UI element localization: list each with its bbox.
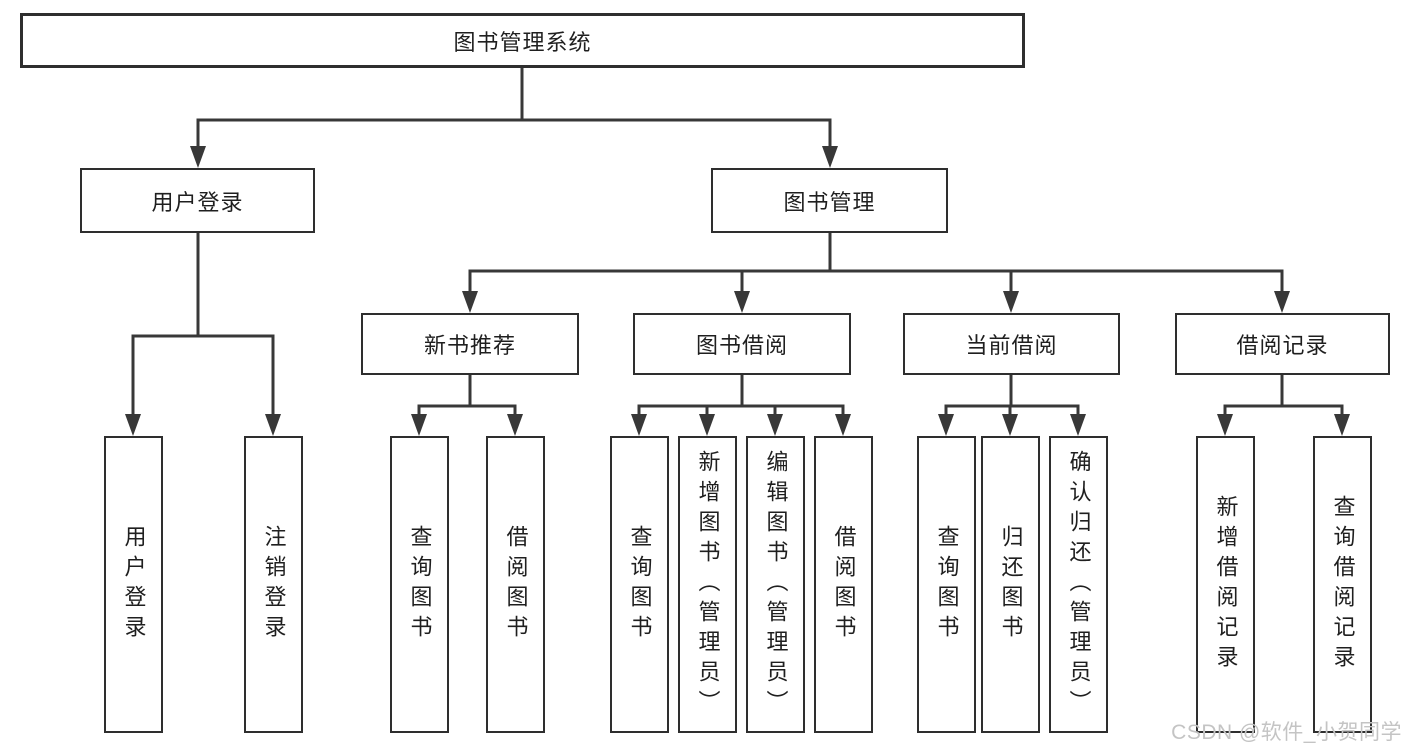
node-borrow-records: 借阅记录 (1175, 313, 1390, 375)
leaf-add-borrow-record-label: 新增借阅记录 (1213, 494, 1239, 675)
node-user-login: 用户登录 (80, 168, 315, 233)
leaf-add-books-admin: 新增图书（管理员） (678, 436, 737, 733)
leaf-edit-books-admin-label: 编辑图书（管理员） (763, 449, 789, 720)
leaf-recommend-borrow-books-label: 借阅图书 (503, 524, 529, 645)
node-book-management-label: 图书管理 (783, 189, 876, 215)
node-book-borrow-label: 图书借阅 (695, 333, 788, 358)
leaf-query-borrow-record-label: 查询借阅记录 (1330, 494, 1356, 675)
leaf-borrow-query-books-label: 查询图书 (627, 524, 653, 645)
node-root: 图书管理系统 (20, 13, 1025, 68)
node-book-borrow: 图书借阅 (633, 313, 851, 375)
leaf-confirm-return-admin: 确认归还（管理员） (1049, 436, 1108, 733)
leaf-borrow-books: 借阅图书 (814, 436, 873, 733)
leaf-recommend-query-books-label: 查询图书 (407, 524, 433, 645)
node-current-borrow: 当前借阅 (903, 313, 1120, 375)
leaf-logout: 注销登录 (244, 436, 303, 733)
node-new-book-recommend-label: 新书推荐 (423, 333, 516, 358)
leaf-recommend-borrow-books: 借阅图书 (486, 436, 545, 733)
node-new-book-recommend: 新书推荐 (361, 313, 579, 375)
node-user-login-label: 用户登录 (151, 189, 244, 215)
leaf-logout-label: 注销登录 (261, 524, 287, 645)
node-current-borrow-label: 当前借阅 (965, 333, 1058, 358)
leaf-edit-books-admin: 编辑图书（管理员） (746, 436, 805, 733)
leaf-recommend-query-books: 查询图书 (390, 436, 449, 733)
leaf-add-borrow-record: 新增借阅记录 (1196, 436, 1255, 733)
node-book-management: 图书管理 (711, 168, 948, 233)
leaf-user-login-label: 用户登录 (121, 524, 147, 645)
leaf-current-query-books: 查询图书 (917, 436, 976, 733)
leaf-borrow-books-label: 借阅图书 (831, 524, 857, 645)
leaf-add-books-admin-label: 新增图书（管理员） (695, 449, 721, 720)
leaf-user-login: 用户登录 (104, 436, 163, 733)
leaf-borrow-query-books: 查询图书 (610, 436, 669, 733)
leaf-confirm-return-admin-label: 确认归还（管理员） (1066, 449, 1092, 720)
leaf-return-books-label: 归还图书 (998, 524, 1024, 645)
csdn-watermark: CSDN @软件_小贺同学 (1171, 721, 1402, 744)
leaf-return-books: 归还图书 (981, 436, 1040, 733)
leaf-current-query-books-label: 查询图书 (934, 524, 960, 645)
node-borrow-records-label: 借阅记录 (1236, 333, 1329, 358)
node-root-label: 图书管理系统 (453, 29, 592, 55)
leaf-query-borrow-record: 查询借阅记录 (1313, 436, 1372, 733)
